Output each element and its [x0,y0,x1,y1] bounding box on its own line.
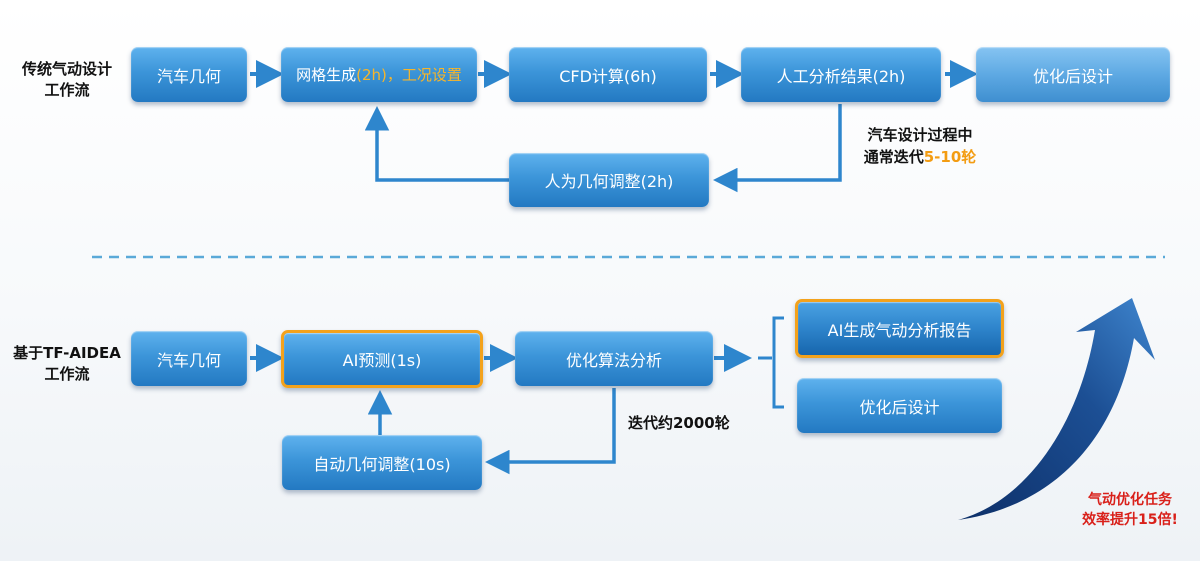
step-car-geometry-bottom-text: 汽车几何 [156,350,221,370]
step-car-geometry-bottom: 汽车几何 [131,331,247,386]
efficiency-arrow [958,298,1155,520]
step-manual-analysis: 人工分析结果(2h) [741,47,941,102]
traditional-label: 传统气动设计 工作流 [8,59,126,101]
output-ai-report-text: AI生成气动分析报告 [827,320,972,340]
traditional-label-line2: 工作流 [44,81,90,99]
traditional-iteration-note: 汽车设计过程中 通常迭代5-10轮 [852,124,988,168]
arrow-bottom-loop-down [485,388,616,475]
step-optimization-analysis: 优化算法分析 [515,331,713,386]
efficiency-note-line2: 效率提升15倍! [1082,512,1178,528]
traditional-label-line1: 传统气动设计 [21,60,112,78]
traditional-note-line2: 通常迭代5-10轮 [852,146,988,168]
step-cfd-calc: CFD计算(6h) [509,47,707,102]
efficiency-note-line1: 气动优化任务 [1088,492,1172,508]
traditional-note-line1: 汽车设计过程中 [867,126,973,144]
step-optimized-design-top-text: 优化后设计 [1032,66,1113,86]
traditional-note-text: 通常迭代 [863,148,924,166]
step-ai-prediction-text: AI预测(1s) [342,351,422,370]
output-optimized-design-bottom-text: 优化后设计 [859,397,940,417]
step-cfd-text: CFD计算(6h) [559,66,657,86]
step-manual-geometry-adjust-text: 人为几何调整(2h) [544,172,674,191]
arrow-top-loop-up [364,106,509,182]
ai-label-line1: 基于TF-AIDEA [13,344,121,362]
step-car-geometry-top: 汽车几何 [131,47,247,102]
traditional-note-accent: 5-10轮 [923,148,977,166]
output-ai-report: AI生成气动分析报告 [795,299,1004,358]
step-auto-geometry-adjust-text: 自动几何调整(10s) [313,454,451,474]
step-ai-prediction: AI预测(1s) [281,330,483,388]
output-bracket [772,316,784,409]
ai-label-line2: 工作流 [44,365,90,383]
ai-iteration-note: 迭代约2000轮 [628,412,758,434]
step-mesh-highlight: (2h)，工况设置 [356,66,462,84]
efficiency-note: 气动优化任务 效率提升15倍! [1068,490,1192,530]
step-manual-geometry-adjust: 人为几何调整(2h) [509,153,709,207]
step-auto-geometry-adjust: 自动几何调整(10s) [282,435,482,490]
ai-label: 基于TF-AIDEA 工作流 [4,343,130,385]
step-mesh-generation: 网格生成(2h)，工况设置 [281,47,477,102]
ai-iteration-note-text: 迭代约2000轮 [628,414,730,432]
step-optimized-design-top: 优化后设计 [976,47,1170,102]
arrow-top-loop-down [713,104,842,193]
output-optimized-design-bottom: 优化后设计 [797,378,1002,433]
step-car-geometry-top-text: 汽车几何 [156,66,221,86]
step-optimization-analysis-text: 优化算法分析 [565,350,662,370]
step-manual-analysis-text: 人工分析结果(2h) [776,66,906,86]
step-mesh-text: 网格生成 [296,66,357,84]
